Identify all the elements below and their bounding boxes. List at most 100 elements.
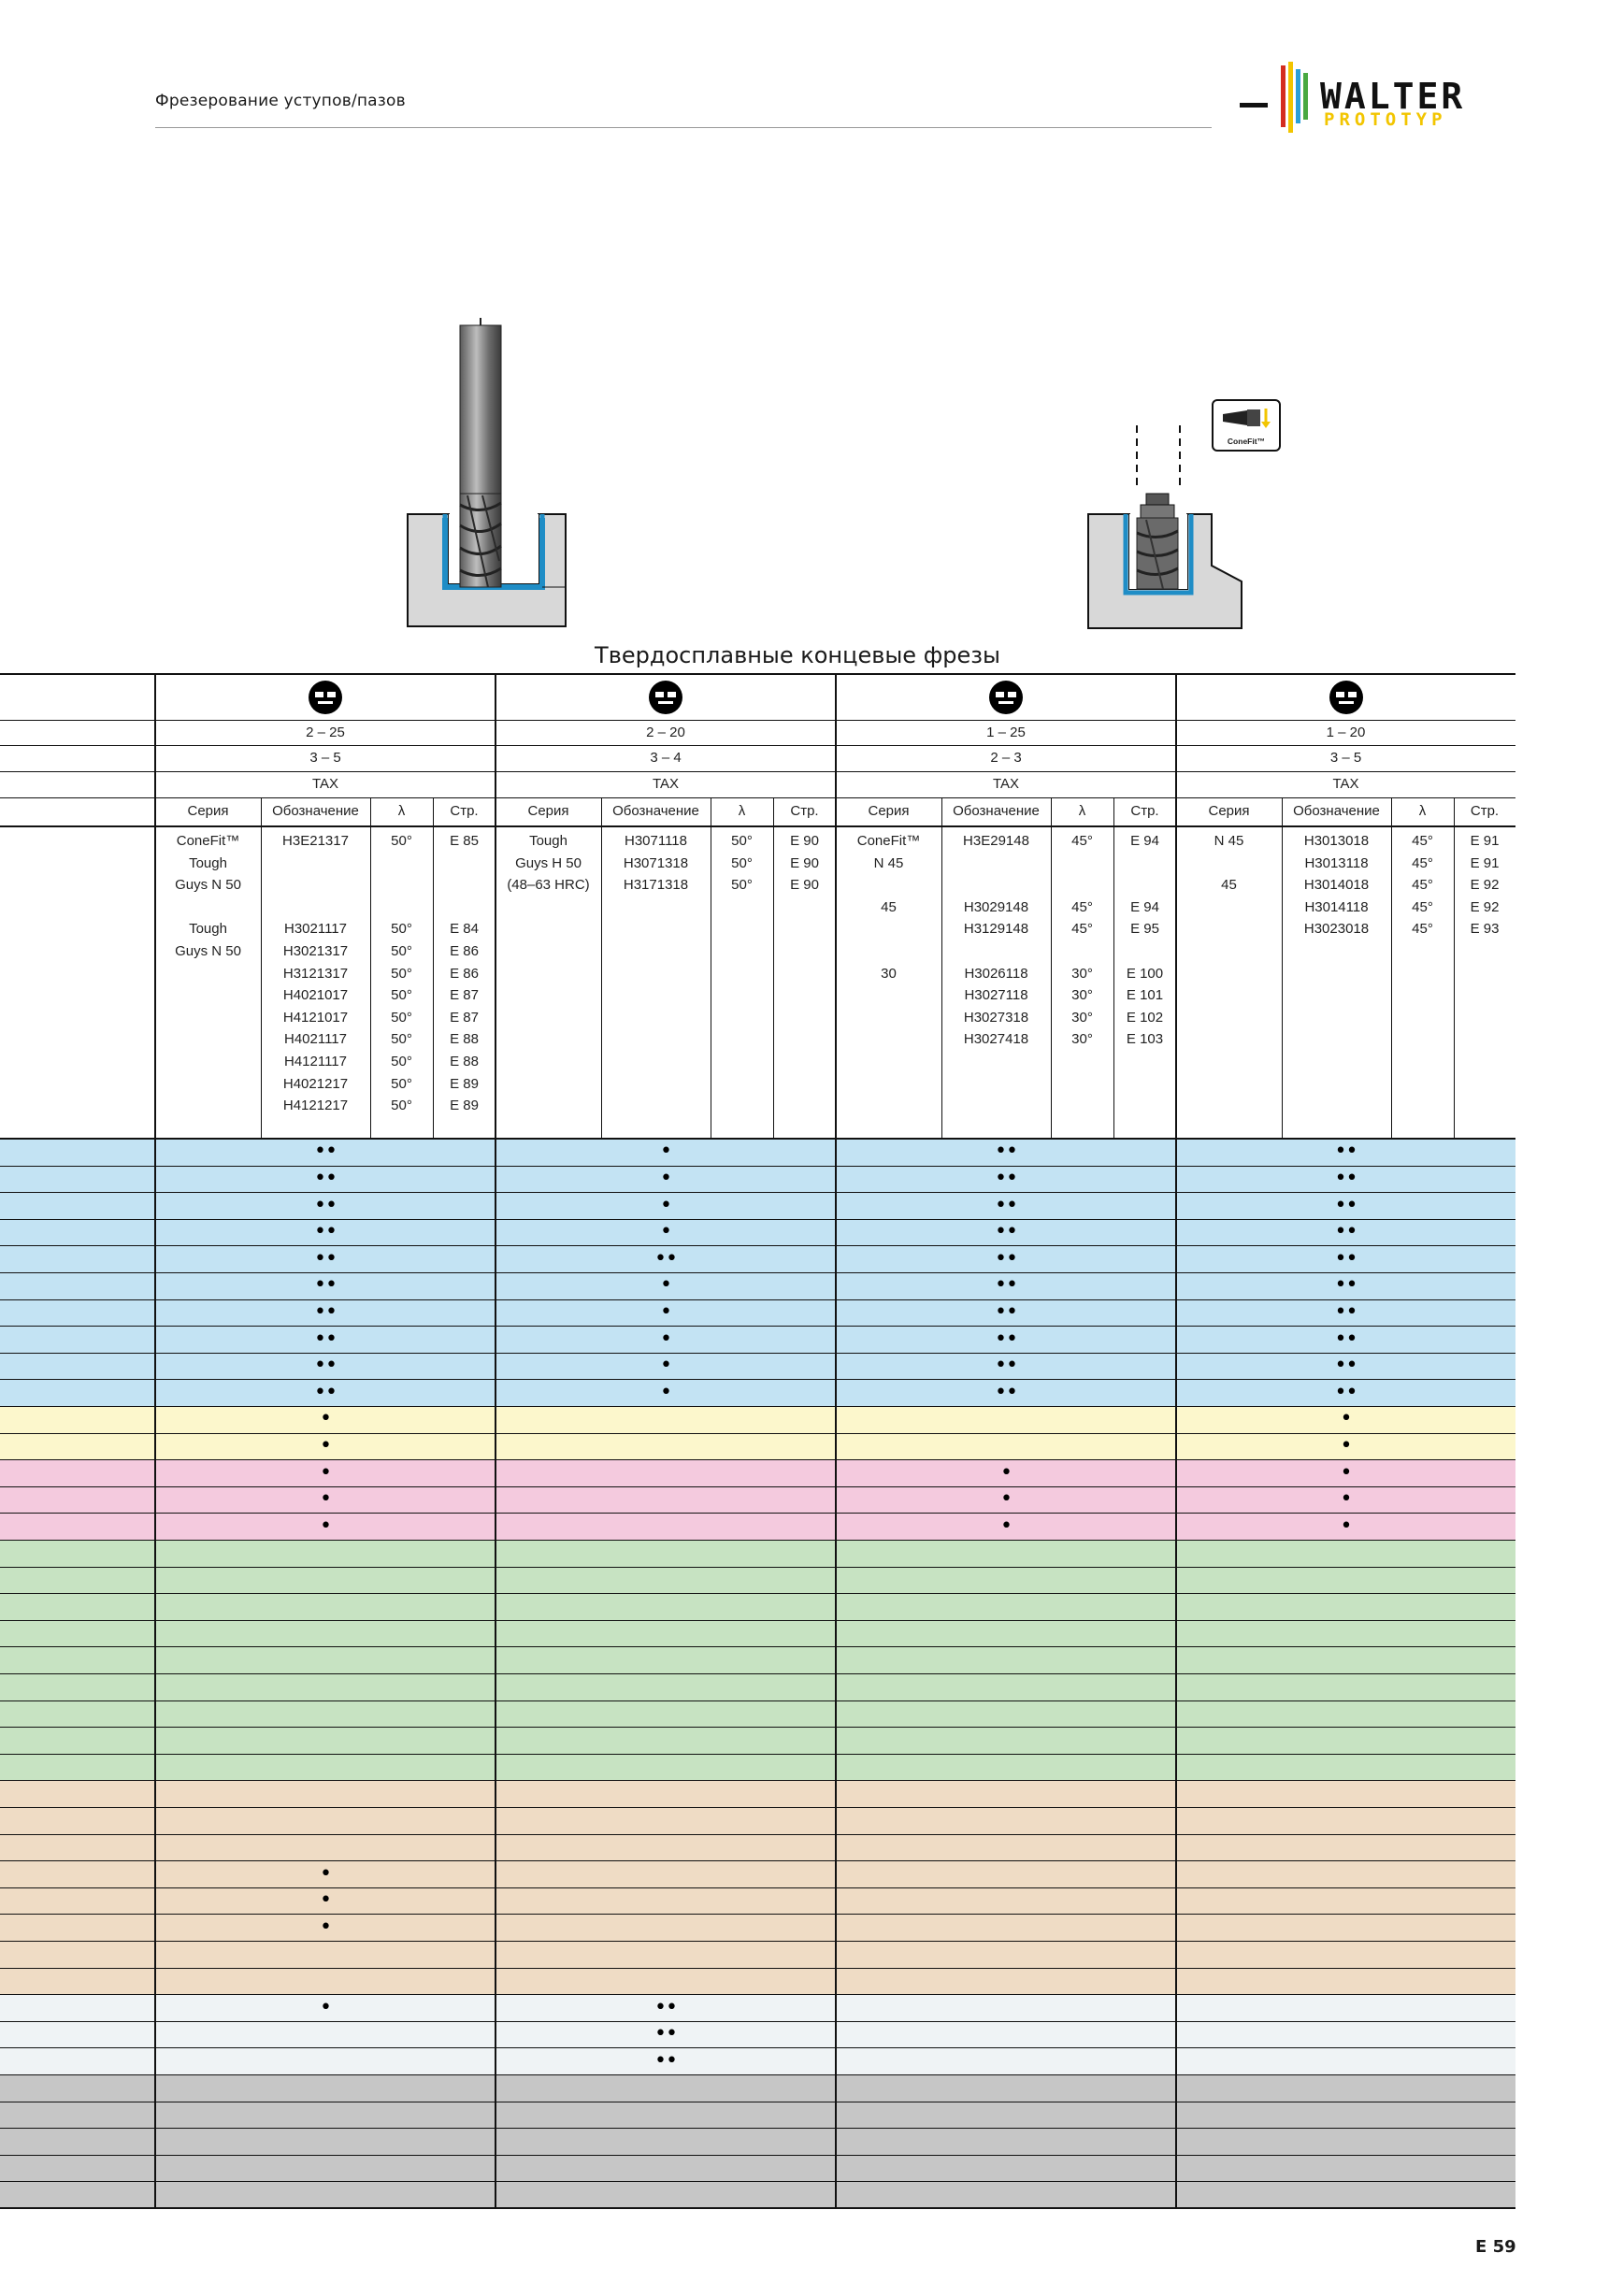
suitability-mark: •	[320, 1433, 332, 1457]
suitability-mark: ••	[995, 1140, 1018, 1164]
depth-range: 2 – 3	[990, 750, 1022, 766]
row-divider	[0, 1432, 1515, 1434]
row-divider	[0, 1245, 1515, 1247]
material-row	[0, 1272, 1515, 1299]
row-divider	[0, 2128, 1515, 2130]
suitability-mark: ••	[995, 1354, 1018, 1378]
header-divider	[155, 127, 1212, 128]
row-divider	[0, 1753, 1515, 1755]
suitability-mark: ••	[1334, 1246, 1358, 1270]
designation-column: H3071118 H3071318 H3171318	[623, 833, 689, 894]
material-row	[0, 1139, 1515, 1166]
suitability-mark: •	[1340, 1407, 1353, 1431]
material-row	[0, 2101, 1515, 2129]
page-ref-column: E 91 E 91 E 92 E 92 E 93	[1470, 833, 1500, 938]
subcolumn-divider	[1113, 797, 1114, 1139]
row-divider	[0, 1673, 1515, 1674]
material-row	[0, 1299, 1515, 1327]
data-bottom-border	[0, 1138, 1515, 1140]
group-divider	[1175, 673, 1177, 2208]
row-divider	[0, 1619, 1515, 1621]
material-row	[0, 1513, 1515, 1540]
solid-carbide-tool-icon	[309, 681, 342, 714]
series-column: ConeFit™ Tough Guys N 50 Tough Guys N 50	[175, 833, 241, 959]
col-page-header: Стр.	[1130, 803, 1159, 819]
row-divider	[0, 1994, 1515, 1996]
subcolumn-divider	[1391, 797, 1392, 1139]
subcolumn-divider	[370, 797, 371, 1139]
suitability-mark: ••	[995, 1299, 1018, 1324]
section-title: Твердосплавные концевые фрезы	[0, 642, 1623, 668]
suitability-mark: •	[1000, 1514, 1013, 1538]
material-row	[0, 1887, 1515, 1915]
suitability-mark: ••	[995, 1193, 1018, 1217]
material-row	[0, 2154, 1515, 2182]
grade-label: TAX	[311, 776, 339, 792]
row-divider	[0, 1218, 1515, 1220]
material-row	[0, 1967, 1515, 1995]
suitability-mark: •	[320, 1487, 332, 1512]
section-title-text: Твердосплавные концевые фрезы	[595, 642, 1000, 668]
suitability-mark: ••	[314, 1220, 338, 1244]
page-header-title: Фрезерование уступов/пазов	[155, 92, 406, 110]
material-row	[0, 2128, 1515, 2155]
header-divider	[0, 825, 1515, 827]
walter-prototyp-logo: WALTER PROTOTYP	[1240, 62, 1520, 136]
suitability-mark: •	[320, 1460, 332, 1485]
suitability-mark: •	[1340, 1514, 1353, 1538]
slot-milling-illustration	[407, 318, 567, 627]
suitability-mark: ••	[314, 1193, 338, 1217]
designation-column: H3E29148 H3029148 H3129148 H3026118 H302…	[963, 833, 1029, 1048]
suitability-mark: ••	[654, 1995, 678, 2019]
col-designation-header: Обозначение	[612, 803, 699, 819]
row-divider	[0, 1459, 1515, 1461]
page-number: E 59	[1475, 2237, 1516, 2257]
subcolumn-divider	[1454, 797, 1455, 1139]
conefit-icon	[1223, 409, 1271, 428]
logo-bar-blue	[1296, 69, 1300, 123]
row-divider	[0, 1566, 1515, 1568]
suitability-mark: •	[660, 1299, 672, 1324]
suitability-mark: ••	[314, 1140, 338, 1164]
subcolumn-divider	[601, 797, 602, 1139]
series-column: Tough Guys H 50 (48–63 HRC)	[507, 833, 590, 894]
col-page-header: Стр.	[450, 803, 479, 819]
lambda-column: 50° 50° 50° 50° 50° 50° 50° 50° 50° 50°	[391, 833, 412, 1114]
col-series-header: Серия	[187, 803, 229, 819]
row-divider	[0, 1485, 1515, 1487]
header-divider	[0, 771, 1515, 772]
suitability-mark: ••	[314, 1327, 338, 1351]
suitability-mark: •	[660, 1327, 672, 1351]
suitability-mark: •	[660, 1193, 672, 1217]
conefit-badge: ConeFit™	[1212, 399, 1281, 452]
suitability-mark: ••	[1334, 1166, 1358, 1190]
material-row	[0, 1914, 1515, 1941]
suitability-mark: •	[660, 1273, 672, 1298]
row-divider	[0, 1887, 1515, 1888]
material-row	[0, 1379, 1515, 1406]
suitability-mark: •	[660, 1354, 672, 1378]
suitability-mark: ••	[314, 1299, 338, 1324]
row-divider	[0, 2154, 1515, 2156]
row-divider	[0, 2047, 1515, 2049]
material-row	[0, 1994, 1515, 2021]
suitability-mark: ••	[654, 1246, 678, 1270]
col-lambda-header: λ	[1078, 803, 1086, 819]
material-row	[0, 1860, 1515, 1887]
suitability-mark: ••	[314, 1246, 338, 1270]
suitability-mark: ••	[314, 1354, 338, 1378]
material-row	[0, 1700, 1515, 1728]
suitability-mark: •	[320, 1995, 332, 2019]
diameter-range: 2 – 25	[306, 725, 345, 740]
suitability-mark: ••	[314, 1273, 338, 1298]
suitability-mark: ••	[314, 1380, 338, 1404]
material-row	[0, 1352, 1515, 1380]
row-divider	[0, 1807, 1515, 1808]
row-divider	[0, 1379, 1515, 1381]
row-divider	[0, 1727, 1515, 1729]
page-ref-column: E 85 E 84 E 86 E 86 E 87 E 87 E 88 E 88 …	[450, 833, 479, 1114]
suitability-mark: ••	[1334, 1327, 1358, 1351]
subcolumn-divider	[773, 797, 774, 1139]
suitability-mark: ••	[654, 2048, 678, 2073]
